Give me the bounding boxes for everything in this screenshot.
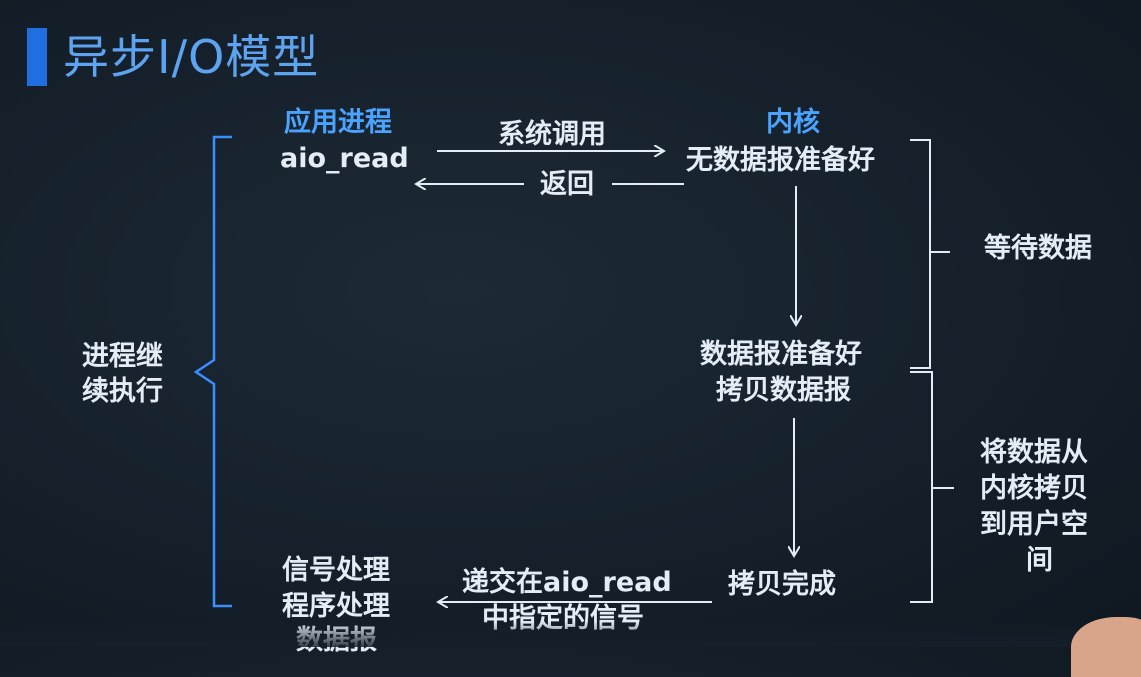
- wait-data-label: 等待数据: [984, 233, 1092, 264]
- copy-data-line2: 内核拷贝: [980, 473, 1088, 504]
- aio-read-label: aio_read: [280, 143, 409, 174]
- right-brace-wait: [910, 139, 950, 369]
- left-brace: [193, 135, 232, 608]
- right-brace-copy: [910, 371, 954, 603]
- page-title: 异步I/O模型: [63, 30, 320, 84]
- copy-data-line1: 将数据从: [980, 437, 1088, 468]
- title-accent-bar: [27, 28, 47, 86]
- brace-label-line1: 进程继: [82, 341, 163, 372]
- signal-handling-line2: 程序处理: [282, 591, 390, 622]
- diagram-lines: [193, 135, 954, 647]
- signal-handling-line1: 信号处理: [282, 555, 390, 586]
- data-ready-line1: 数据报准备好: [700, 339, 862, 370]
- deliver-label-line1: 递交在aio_read: [462, 567, 672, 598]
- copy-data-line3: 到用户空: [980, 509, 1088, 540]
- copy-data-line4: 间: [1026, 545, 1053, 576]
- app-process-label: 应用进程: [284, 107, 392, 138]
- copy-done-label: 拷贝完成: [728, 569, 836, 600]
- brace-label-line2: 续执行: [82, 376, 163, 407]
- kernel-title: 内核: [766, 107, 820, 138]
- return-label: 返回: [540, 169, 594, 200]
- data-ready-line2: 拷贝数据报: [716, 375, 851, 406]
- syscall-label: 系统调用: [498, 119, 606, 150]
- bottom-fade: [0, 621, 1141, 647]
- presenter-hand: [1071, 617, 1141, 677]
- no-data-label: 无数据报准备好: [686, 145, 875, 176]
